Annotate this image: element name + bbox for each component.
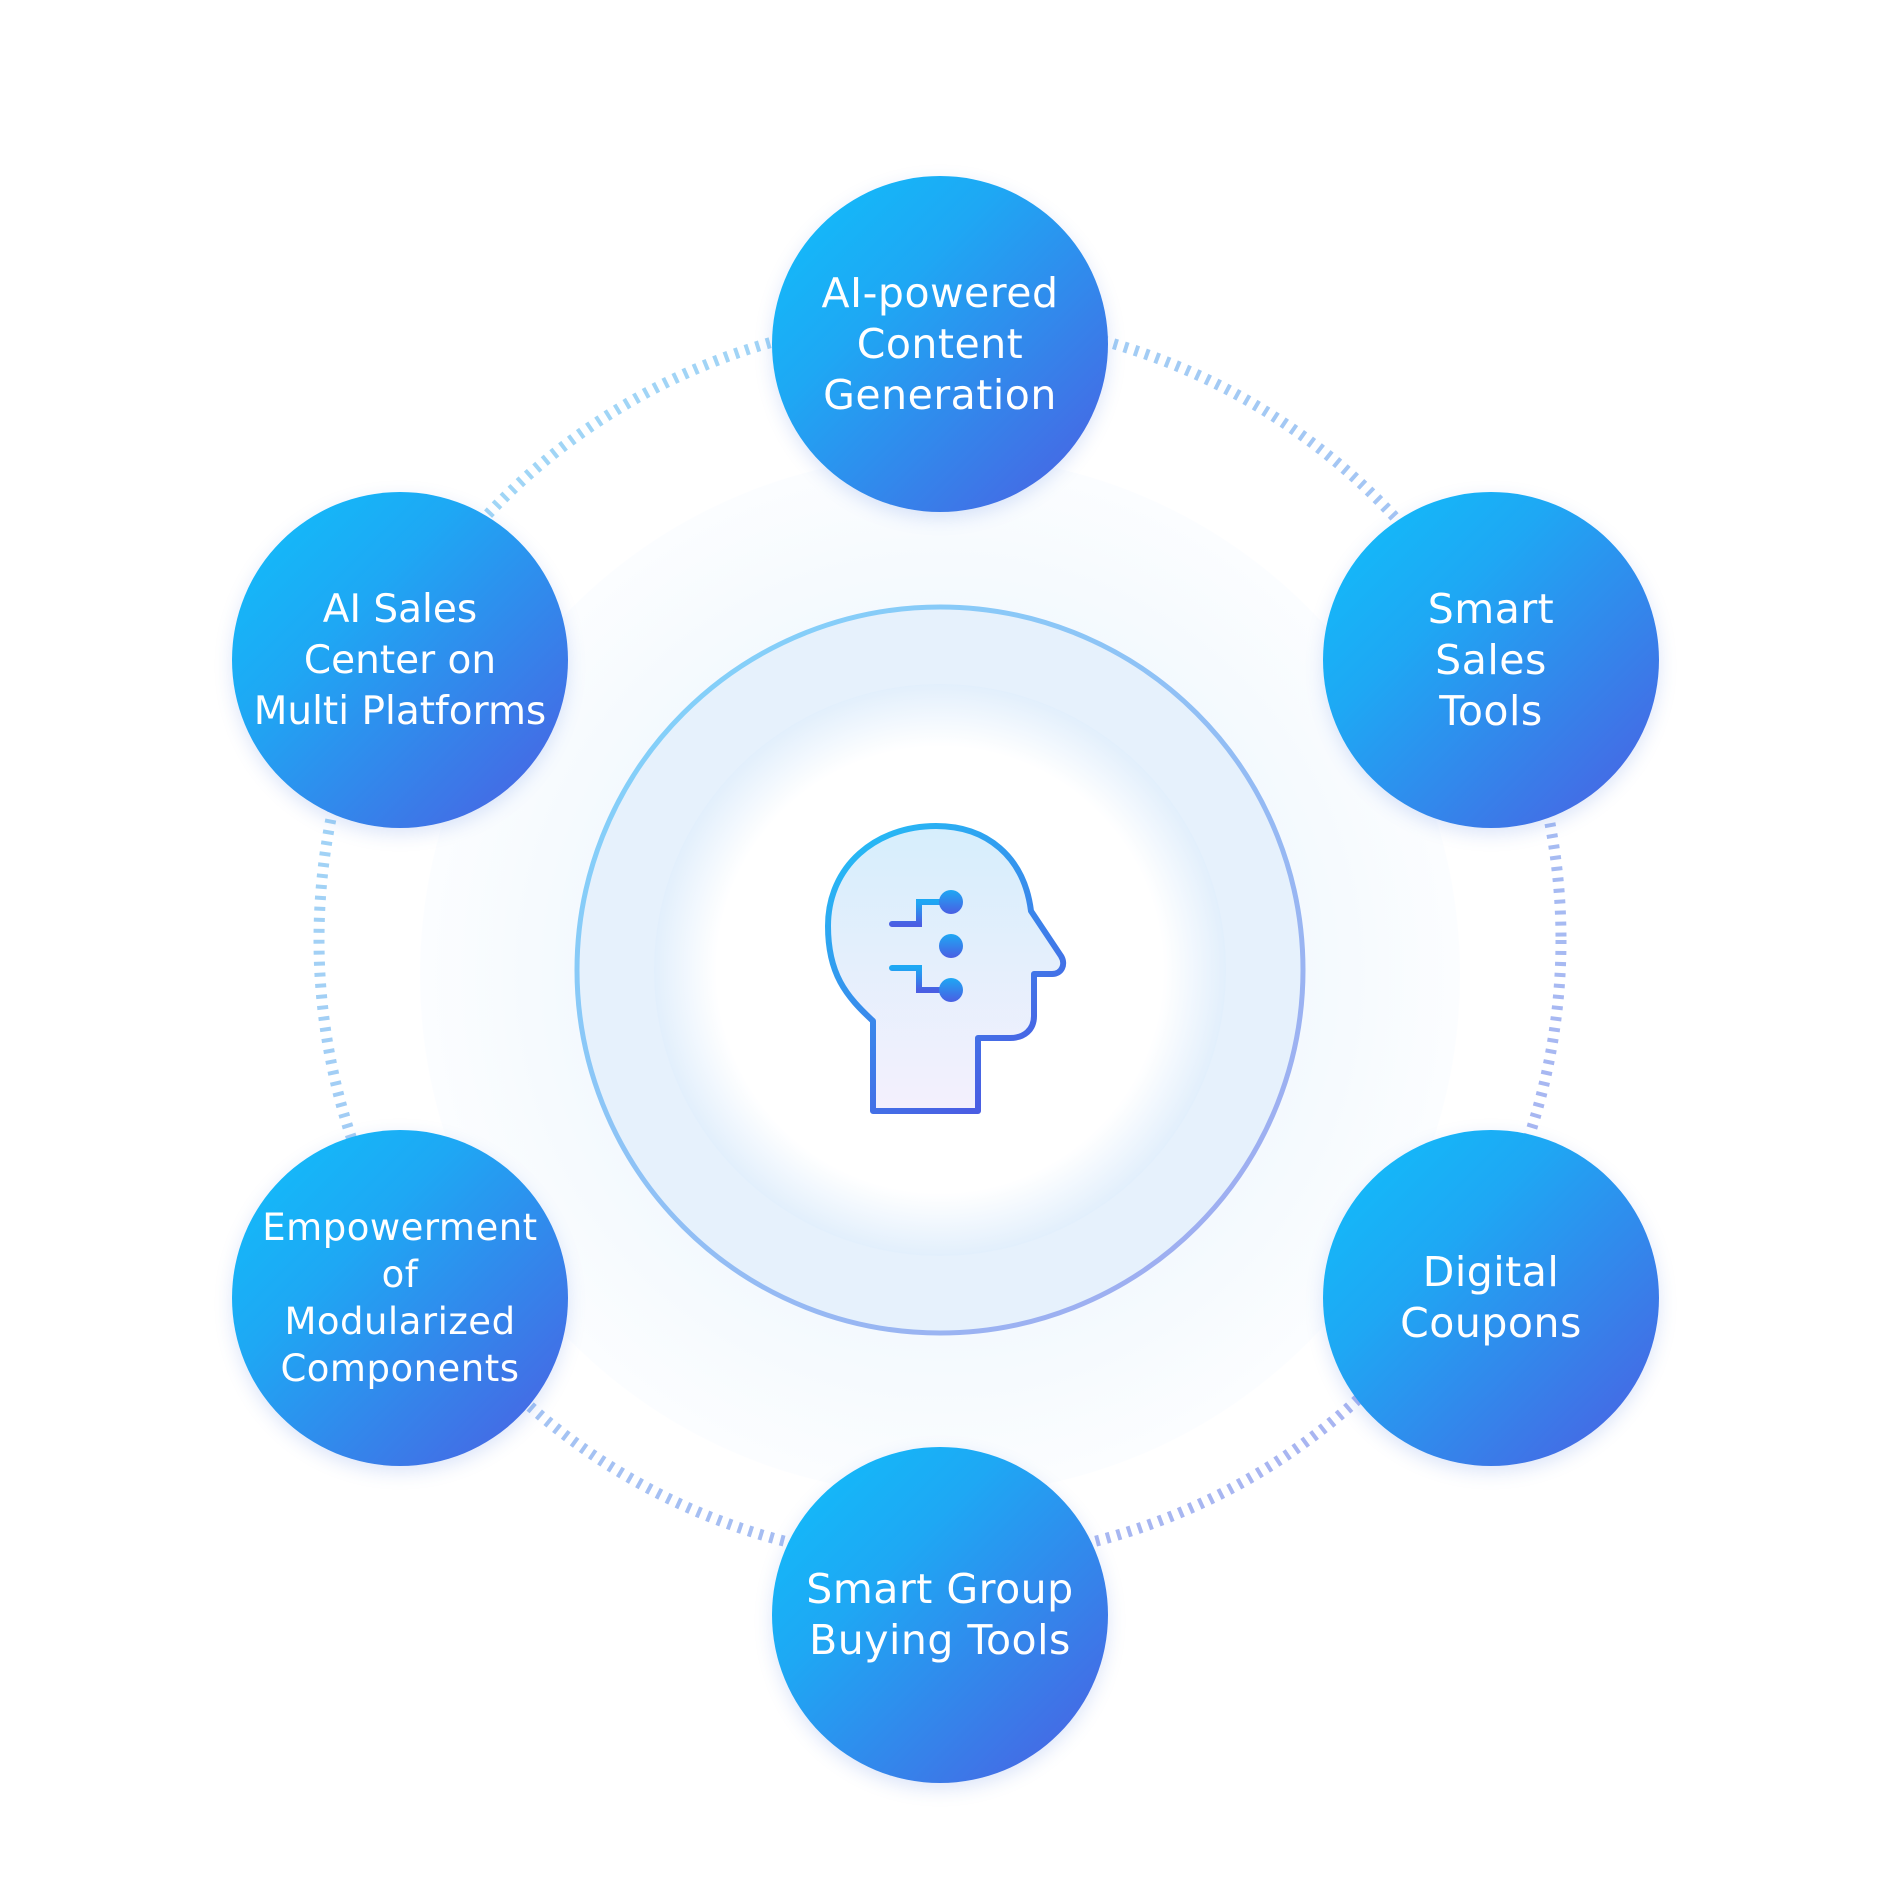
node-label: AI-powered Content Generation: [821, 268, 1059, 419]
node-modularized-components: Empowerment of Modularized Components: [232, 1130, 568, 1466]
head-outline: [825, 823, 1067, 1114]
circuit-lines: [877, 899, 953, 993]
node-smart-sales-tools: Smart Sales Tools: [1323, 492, 1659, 828]
node-label: Smart Group Buying Tools: [806, 1565, 1074, 1664]
circuit-nodes: [939, 890, 963, 1002]
node-ai-content-generation: AI-powered Content Generation: [772, 176, 1108, 512]
node-smart-group-buying-tools: Smart Group Buying Tools: [772, 1447, 1108, 1783]
inner-solid-ring: [574, 604, 1306, 1336]
node-label: Smart Sales Tools: [1427, 584, 1555, 735]
node-label: Empowerment of Modularized Components: [262, 1206, 538, 1390]
node-ai-sales-center: AI Sales Center on Multi Platforms: [232, 492, 568, 828]
node-label: Digital Coupons: [1400, 1248, 1582, 1347]
ai-head-circuit-icon: [825, 823, 1067, 1114]
node-label: AI Sales Center on Multi Platforms: [253, 586, 547, 734]
node-digital-coupons: Digital Coupons: [1323, 1130, 1659, 1466]
